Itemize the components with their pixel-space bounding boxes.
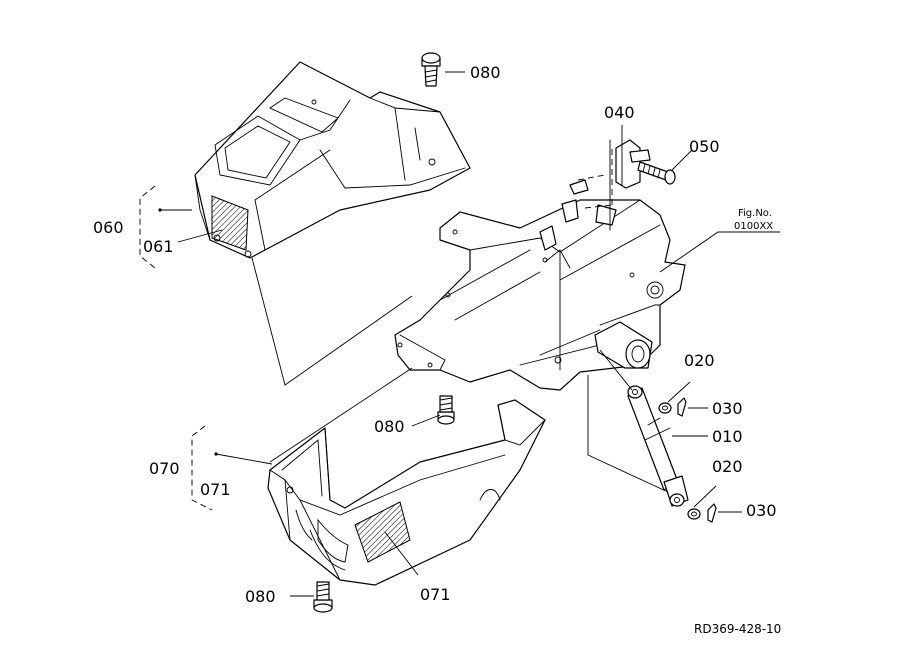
dot-070 — [214, 452, 218, 456]
label-080-bottom: 080 — [245, 587, 276, 606]
fig-ref-line1: Fig.No. — [738, 208, 772, 219]
gas-spring-010 — [627, 385, 689, 507]
drawing-code: RD369-428-10 — [694, 622, 781, 636]
decal-061 — [211, 195, 249, 251]
bolt-080-bottom — [313, 581, 333, 613]
label-080-top: 080 — [470, 63, 501, 82]
clip-030-top — [677, 397, 687, 417]
callout-labels: 080 040 050 060 061 080 070 071 071 080 … — [93, 63, 781, 636]
bolt-080-top — [421, 52, 441, 87]
label-071-panel: 071 — [420, 585, 451, 604]
bolt-080-middle — [437, 395, 455, 425]
label-030-top: 030 — [712, 399, 743, 418]
clip-030-bottom — [707, 503, 717, 523]
label-071-side: 071 — [200, 480, 231, 499]
label-080-middle: 080 — [374, 417, 405, 436]
screw-050 — [637, 161, 676, 185]
upper-cover-060 — [194, 61, 471, 259]
assembly-lines — [251, 145, 669, 493]
fig-ref-line2: 0100XX — [734, 221, 773, 232]
label-040: 040 — [604, 103, 635, 122]
switch-040 — [609, 139, 651, 231]
washer-020-bottom — [687, 508, 701, 520]
leader-lines — [139, 71, 780, 597]
washer-020-top — [658, 402, 672, 414]
label-070: 070 — [149, 459, 180, 478]
label-061: 061 — [143, 237, 174, 256]
label-050: 050 — [689, 137, 720, 156]
dot-060 — [158, 208, 162, 212]
label-060: 060 — [93, 218, 124, 237]
steering-frame — [394, 179, 686, 391]
label-020-bottom: 020 — [712, 457, 743, 476]
label-030-bottom: 030 — [746, 501, 777, 520]
lower-cover-070 — [267, 399, 546, 586]
label-010: 010 — [712, 427, 743, 446]
label-020-top: 020 — [684, 351, 715, 370]
